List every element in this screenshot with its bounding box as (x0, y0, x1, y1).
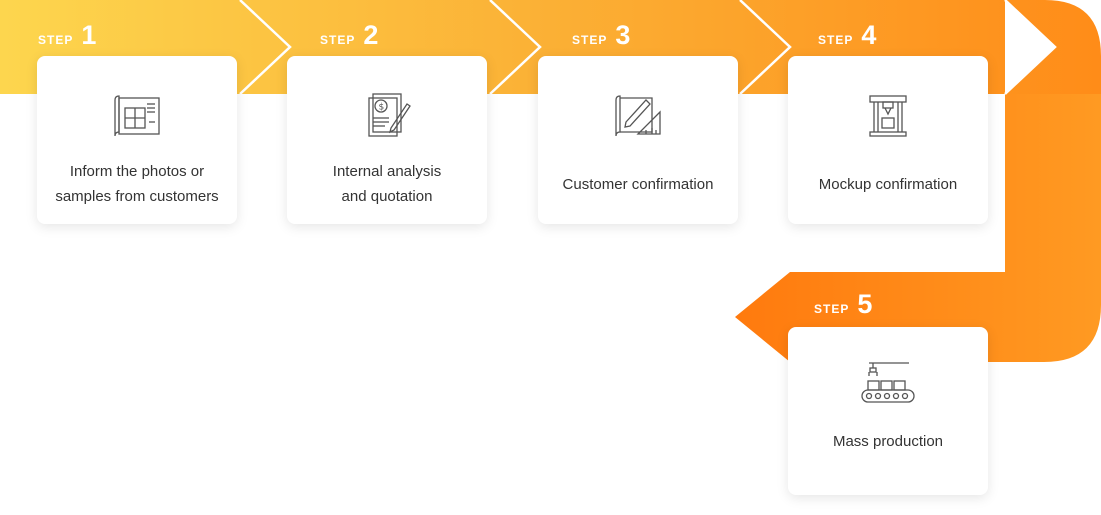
svg-text:$: $ (379, 103, 385, 113)
blueprint-icon (114, 95, 160, 137)
chevron-1 (239, 0, 292, 95)
step-card-1: Inform the photos or samples from custom… (37, 56, 237, 224)
step-card-4: Mockup confirmation (788, 56, 988, 224)
step-card-2: $ Internal analysis and quotation (287, 56, 487, 224)
step-5-description: Mass production (832, 433, 944, 450)
step-1-description: Inform the photos or samples from custom… (55, 163, 219, 205)
chevron-4 (1004, 0, 1057, 95)
step-label-2: STEP 2 (320, 20, 379, 50)
step-label-5: STEP 5 (814, 289, 873, 319)
step-card-5: Mass production (788, 327, 988, 495)
step-3-description: Customer confirmation (562, 176, 714, 193)
step-2-description: Internal analysis and quotation (332, 163, 442, 205)
step-label-1: STEP 1 (38, 20, 97, 50)
chevron-3 (739, 0, 792, 95)
step-label-4: STEP 4 (818, 20, 877, 50)
invoice-dollar-icon: $ (368, 93, 411, 137)
conveyor-belt-icon (861, 362, 915, 403)
step-card-3: Customer confirmation (538, 56, 738, 224)
drafting-pencil-icon (615, 95, 661, 137)
press-machine-icon (869, 95, 907, 137)
chevron-2 (489, 0, 542, 95)
step-label-3: STEP 3 (572, 20, 631, 50)
return-band (735, 94, 1101, 362)
chevron-dividers (239, 0, 1057, 95)
step-4-description: Mockup confirmation (818, 176, 958, 193)
